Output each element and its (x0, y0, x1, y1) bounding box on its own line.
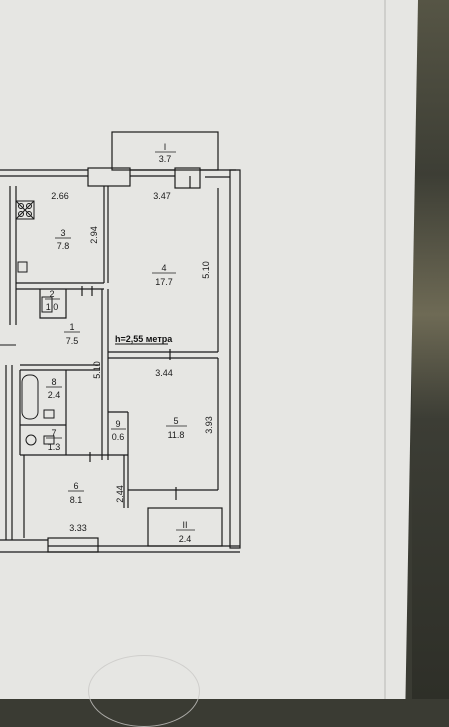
room-8-area: 2.4 (48, 390, 61, 400)
dim-room5-width: 3.44 (155, 368, 173, 378)
room-5-number: 5 (173, 416, 178, 426)
room-6-area: 8.1 (70, 495, 83, 505)
ceiling-height-label: h=2,55 метра (115, 334, 173, 344)
dim-room4-width: 3.47 (153, 191, 171, 201)
room-1-area: 7.5 (66, 336, 79, 346)
dim-hall-length: 5.10 (92, 361, 102, 379)
room-5-area: 11.8 (168, 430, 185, 440)
room-1-number: 1 (69, 322, 74, 332)
room-7-number: 7 (51, 428, 56, 438)
dim-kitchen-depth: 2.94 (89, 226, 99, 244)
room-9-area: 0.6 (112, 432, 125, 442)
dim-room6-width: 3.33 (69, 523, 87, 533)
room-3-area: 7.8 (57, 241, 70, 251)
balcony-2-number: II (182, 520, 187, 530)
room-4-number: 4 (161, 263, 166, 273)
room-2-number: 2 (49, 289, 54, 299)
paper-margin-line (384, 0, 386, 699)
balcony-1-area: 3.7 (159, 154, 172, 164)
room-8-number: 8 (51, 377, 56, 387)
paper-sheet (0, 0, 418, 699)
balcony-2-area: 2.4 (179, 534, 192, 544)
plan-labels: I 3.7 2.66 2.94 3.47 5.10 5.10 3.44 3.93… (45, 142, 214, 544)
room-9-number: 9 (115, 419, 120, 429)
balcony-1-number: I (164, 142, 167, 152)
room-4-area: 17.7 (155, 277, 173, 287)
floor-plan (0, 131, 241, 553)
dim-kitchen-width: 2.66 (51, 191, 69, 201)
room-6-number: 6 (73, 481, 78, 491)
room-7-area: 1.3 (48, 442, 61, 452)
background-surface (412, 0, 449, 699)
dim-room5-depth: 3.93 (204, 416, 214, 434)
room-3-number: 3 (60, 228, 65, 238)
room-2-area: 1.0 (46, 302, 59, 312)
dim-room6-depth: 2.44 (115, 485, 125, 503)
dim-room4-depth: 5.10 (201, 261, 211, 279)
